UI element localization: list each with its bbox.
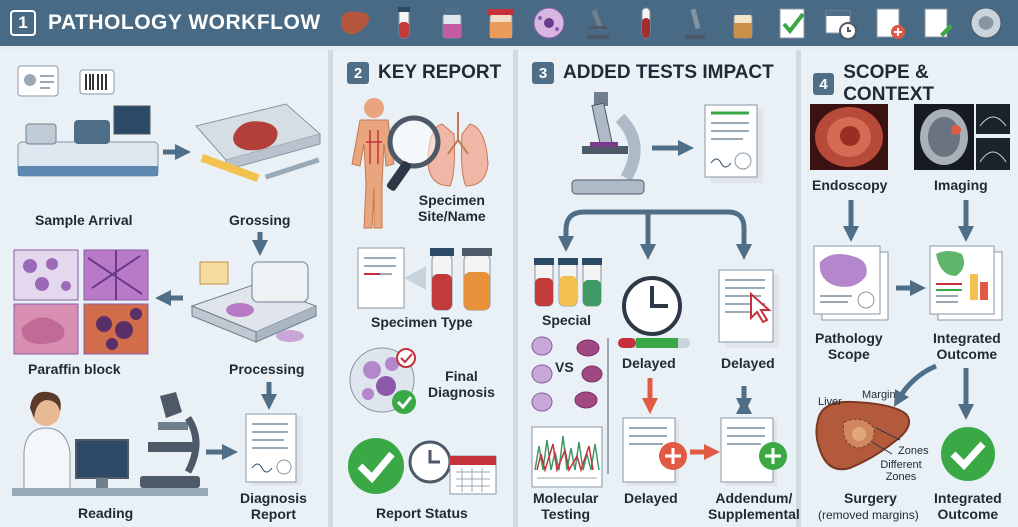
- section-title: KEY REPORT: [378, 62, 502, 83]
- scope-endoscopy: Endoscopy: [812, 177, 888, 193]
- delayed-report-icon: [718, 269, 779, 348]
- check-document-icon: [779, 8, 805, 39]
- delayed-report-plus-icon: [622, 417, 687, 486]
- step-reading: Reading: [78, 505, 134, 521]
- tube-icon: [641, 7, 651, 39]
- liver-icon: [341, 11, 370, 35]
- special-stain-tubes-icon: [534, 258, 602, 307]
- section-number: 4: [813, 73, 835, 95]
- specimen-type-icon: [357, 247, 492, 311]
- added-test-delayed: Delayed: [622, 355, 676, 371]
- brain-scan-icon: [970, 7, 1001, 39]
- test-tube-icon: [397, 7, 410, 39]
- final-diagnosis-cells-icon: [349, 347, 416, 414]
- added-test-vs: VS: [555, 359, 574, 375]
- vial-icon: [442, 8, 462, 39]
- section-title-key-report: 2 KEY REPORT: [347, 62, 501, 84]
- step-processing: Processing: [229, 361, 305, 377]
- scope-surgery: Surgery: [844, 490, 897, 506]
- diagnosis-report-icon: [245, 413, 302, 486]
- header-icon-strip: [336, 4, 1018, 42]
- imaging-scan-image: [914, 104, 1010, 170]
- header-bar: 1 PATHOLOGY WORKFLOW: [0, 0, 1018, 46]
- microscope-icon: [571, 92, 645, 195]
- annotation-liver: Liver: [818, 396, 842, 408]
- processing-machine-icon: [190, 261, 318, 343]
- endoscopy-image: [810, 104, 888, 170]
- step-paraffin-block: Paraffin block: [28, 361, 121, 377]
- jar-icon: [733, 9, 753, 39]
- annotation-different-zones: Different Zones: [880, 459, 922, 483]
- microscope-small-icon: [684, 8, 705, 39]
- specimen-cup-icon: [487, 9, 514, 39]
- annotation-margin: Margin: [862, 389, 896, 401]
- dna-sequence-icon: [531, 426, 603, 488]
- integrated-outcome-report-icon: [929, 245, 1003, 321]
- divider: [328, 50, 333, 527]
- cell-comparison-icon: [531, 336, 603, 412]
- section-number: 3: [532, 62, 554, 84]
- pathology-scope-report-icon: [813, 245, 889, 321]
- scope-surgery-note: (removed margins): [818, 508, 919, 522]
- section-number: 2: [347, 62, 369, 84]
- annotation-zones: Zones: [898, 445, 929, 457]
- step-sample-arrival: Sample Arrival: [35, 212, 133, 228]
- document-edit-icon: [924, 8, 953, 38]
- pathologist-reading-icon: [12, 391, 208, 496]
- added-test-delayed: Delayed: [624, 490, 678, 506]
- section-title-added-tests: 3 ADDED TESTS IMPACT: [532, 62, 774, 84]
- added-test-addendum: Addendum/Supplemental: [708, 490, 800, 522]
- section-title-scope-context: 4 SCOPE & CONTEXT: [813, 62, 1018, 106]
- liver-surgery-icon: [815, 400, 910, 471]
- body-lungs-icon: [351, 98, 489, 229]
- key-report-status: Report Status: [376, 505, 468, 521]
- page-title: PATHOLOGY WORKFLOW: [48, 11, 321, 34]
- delayed-clock-icon: [618, 276, 690, 348]
- reception-desk-icon: [17, 65, 159, 177]
- step-grossing: Grossing: [229, 212, 291, 228]
- grossing-tray-icon: [195, 103, 322, 183]
- header-number: 1: [10, 10, 36, 36]
- section-title: ADDED TESTS IMPACT: [563, 62, 774, 83]
- lab-report-icon: [704, 104, 763, 183]
- report-plus-icon: [876, 8, 905, 39]
- scope-imaging: Imaging: [934, 177, 988, 193]
- addendum-report-icon: [720, 417, 787, 486]
- added-test-special: Special: [542, 312, 592, 328]
- key-report-specimen-type: Specimen Type: [371, 314, 473, 330]
- paraffin-tiles-icon: [13, 249, 149, 355]
- outcome-check-icon: [941, 427, 995, 481]
- divider: [513, 50, 518, 527]
- cell-icon: [533, 7, 565, 39]
- report-status-icon: [348, 438, 497, 495]
- calendar-clock-icon: [825, 10, 857, 40]
- divider: [796, 50, 801, 527]
- added-test-delayed: Delayed: [721, 355, 775, 371]
- microscope-icon: [586, 9, 609, 39]
- section-title: SCOPE & CONTEXT: [843, 62, 934, 105]
